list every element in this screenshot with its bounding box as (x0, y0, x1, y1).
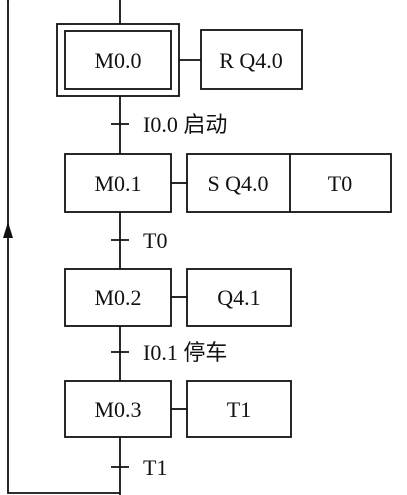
action-label: T0 (328, 171, 352, 196)
step-m0-3: M0.3 (64, 380, 172, 438)
action-label: S Q4.0 (207, 171, 268, 196)
transition-condition: T1 (143, 455, 167, 480)
action-block: S Q4.0 T0 (186, 153, 392, 213)
step-label: M0.0 (94, 48, 141, 73)
step-m0-1: M0.1 (64, 153, 172, 213)
action-label: R Q4.0 (219, 48, 283, 73)
step-m0-2: M0.2 (64, 268, 172, 327)
step-label: M0.3 (94, 397, 141, 422)
action-block: Q4.1 (186, 268, 292, 327)
transition-condition: I0.0 启动 (143, 112, 227, 137)
transition-condition: I0.1 停车 (143, 340, 227, 365)
loop-arrow-icon (3, 222, 13, 238)
step-m0-0: M0.0 (56, 23, 180, 97)
transition-condition: T0 (143, 228, 167, 253)
action-label: Q4.1 (217, 285, 260, 310)
return-loop (7, 0, 120, 494)
action-block: R Q4.0 (200, 29, 303, 90)
step-label: M0.2 (94, 285, 141, 310)
action-label: T1 (227, 397, 251, 422)
action-block: T1 (186, 380, 292, 438)
step-label: M0.1 (94, 171, 141, 196)
